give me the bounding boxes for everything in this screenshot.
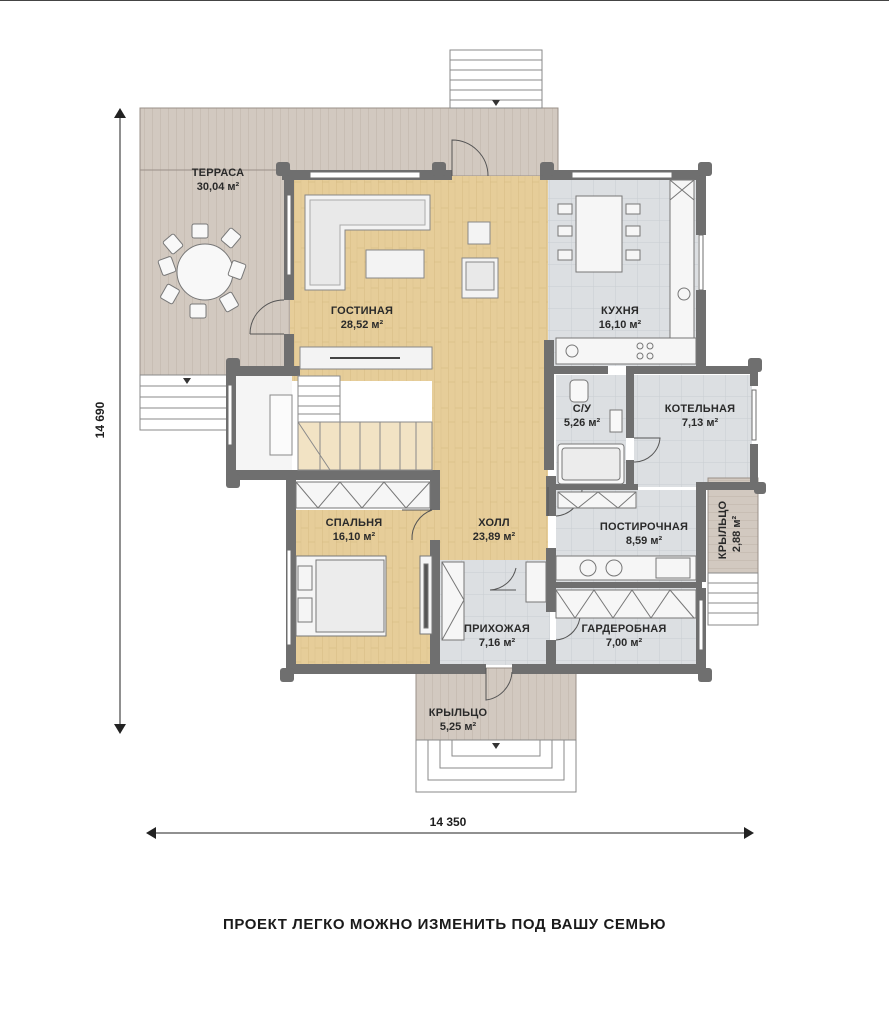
tagline: ПРОЕКТ ЛЕГКО МОЖНО ИЗМЕНИТЬ ПОД ВАШУ СЕМ…: [222, 916, 667, 933]
entry-area: 7,16 м²: [479, 637, 516, 649]
terrace-area: 30,04 м²: [197, 181, 240, 193]
floor-plan: 14 690 14 350 ТЕРРАСА 30,04 м² ГОСТИНАЯ …: [93, 49, 766, 839]
dimension-vertical: [114, 108, 126, 734]
top-border-line: [0, 0, 889, 1]
hall-top-floor: [290, 371, 432, 381]
bath-name: С/У: [573, 403, 591, 415]
bath-area: 5,26 м²: [564, 417, 601, 429]
wardrobe-name: ГАРДЕРОБНАЯ: [582, 623, 667, 635]
laundry-name: ПОСТИРОЧНАЯ: [600, 521, 688, 533]
side-porch-steps: [707, 572, 759, 626]
top-steps: [449, 49, 543, 109]
front-porch-name: КРЫЛЬЦО: [429, 707, 488, 719]
log-corners: [226, 162, 766, 682]
bath-fixtures: [557, 379, 625, 485]
laundry-area: 8,59 м²: [626, 535, 663, 547]
boiler-floor: [634, 375, 752, 487]
terrace-name: ТЕРРАСА: [192, 167, 244, 179]
wardrobe-area: 7,00 м²: [606, 637, 643, 649]
side-porch-name: КРЫЛЬЦО: [717, 501, 729, 560]
kitchen-area: 16,10 м²: [599, 319, 642, 331]
bed: [295, 555, 433, 637]
kitchen-name: КУХНЯ: [601, 305, 639, 317]
dimension-width-label: 14 350: [430, 815, 467, 829]
entry-name: ПРИХОЖАЯ: [464, 623, 530, 635]
boiler-name: КОТЕЛЬНАЯ: [665, 403, 736, 415]
terrace-deck: [139, 107, 559, 177]
front-porch-deck: [415, 667, 577, 741]
hall-name: ХОЛЛ: [478, 517, 510, 529]
terrace-steps: [139, 374, 231, 431]
living-area: 28,52 м²: [341, 319, 384, 331]
terrace-dining-set: [157, 223, 247, 319]
living-name: ГОСТИНАЯ: [331, 305, 393, 317]
bedroom-name: СПАЛЬНЯ: [326, 517, 383, 529]
staircase: [269, 375, 433, 471]
side-porch-deck: [707, 477, 759, 574]
boiler-area: 7,13 м²: [682, 417, 719, 429]
dimension-height-label: 14 690: [93, 401, 107, 438]
front-porch-area: 5,25 м²: [440, 721, 477, 733]
side-porch-area: 2,88 м²: [731, 516, 743, 553]
living-furniture: [299, 194, 499, 370]
bedroom-area: 16,10 м²: [333, 531, 376, 543]
dimension-horizontal: [146, 827, 754, 839]
kitchen-furniture: [555, 179, 697, 365]
hall-floor: [432, 371, 548, 566]
front-porch-steps: [415, 739, 577, 793]
bedroom-wardrobe: [295, 481, 431, 509]
laundry-fixtures: [441, 491, 697, 641]
hall-area: 23,89 м²: [473, 531, 516, 543]
windows: [227, 171, 757, 651]
